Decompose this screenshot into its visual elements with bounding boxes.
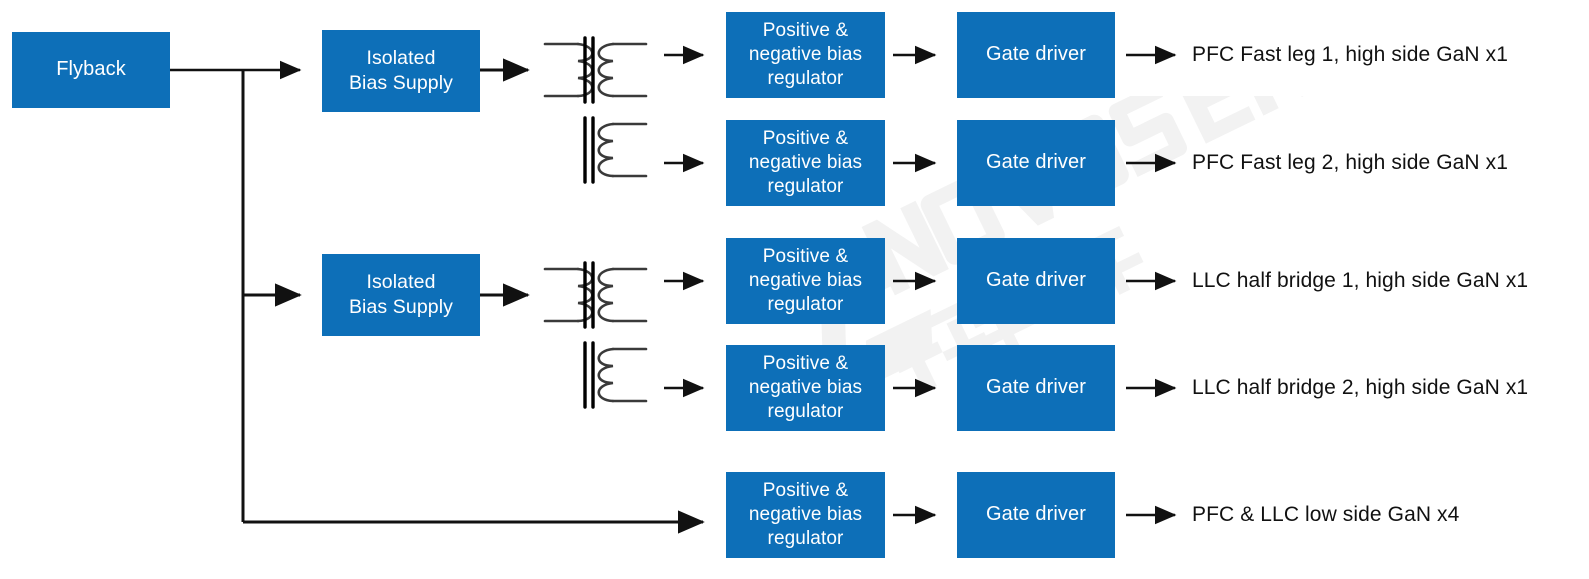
transformer-1 [543, 36, 648, 184]
block-gate-driver-2[interactable]: Gate driver [957, 120, 1115, 206]
ibs1-line2: Bias Supply [348, 72, 454, 94]
reg5-line3: regulator [767, 527, 844, 549]
reg2-line2: negative bias [748, 152, 863, 174]
block-bias-regulator-2[interactable]: Positive & negative bias regulator [726, 120, 885, 206]
output-label-2: PFC Fast leg 2, high side GaN x1 [1192, 151, 1509, 174]
reg2-line3: regulator [767, 175, 844, 197]
ibs1-line1: Isolated [366, 47, 436, 70]
block-bias-regulator-5[interactable]: Positive & negative bias regulator [726, 472, 885, 558]
block-gate-driver-1[interactable]: Gate driver [957, 12, 1115, 98]
output-label-5: PFC & LLC low side GaN x4 [1192, 503, 1460, 526]
block-isolated-bias-supply-1[interactable]: Isolated Bias Supply [322, 30, 480, 112]
reg1-line2: negative bias [748, 44, 863, 66]
block-bias-regulator-4[interactable]: Positive & negative bias regulator [726, 345, 885, 431]
transformer-2 [543, 261, 648, 409]
output-label-3: LLC half bridge 1, high side GaN x1 [1192, 269, 1529, 292]
block-gate-driver-3[interactable]: Gate driver [957, 238, 1115, 324]
reg5-line1: Positive & [762, 480, 849, 502]
reg4-line2: negative bias [748, 377, 863, 399]
reg1-line1: Positive & [762, 20, 849, 42]
reg2-line1: Positive & [762, 128, 849, 150]
block-bias-regulator-1[interactable]: Positive & negative bias regulator [726, 12, 885, 98]
ibs2-line2: Bias Supply [348, 296, 454, 318]
reg1-line3: regulator [767, 67, 844, 89]
reg3-line3: regulator [767, 293, 844, 315]
block-bias-regulator-3[interactable]: Positive & negative bias regulator [726, 238, 885, 324]
output-label-1: PFC Fast leg 1, high side GaN x1 [1192, 43, 1509, 66]
block-gate-driver-5[interactable]: Gate driver [957, 472, 1115, 558]
ibs2-line1: Isolated [366, 271, 436, 294]
reg4-line1: Positive & [762, 353, 849, 375]
reg3-line1: Positive & [762, 246, 849, 268]
block-isolated-bias-supply-2[interactable]: Isolated Bias Supply [322, 254, 480, 336]
output-label-4: LLC half bridge 2, high side GaN x1 [1192, 376, 1529, 399]
reg4-line3: regulator [767, 400, 844, 422]
block-gate-driver-4[interactable]: Gate driver [957, 345, 1115, 431]
block-flyback[interactable]: Flyback [12, 32, 170, 108]
reg5-line2: negative bias [748, 504, 863, 526]
reg3-line2: negative bias [748, 270, 863, 292]
